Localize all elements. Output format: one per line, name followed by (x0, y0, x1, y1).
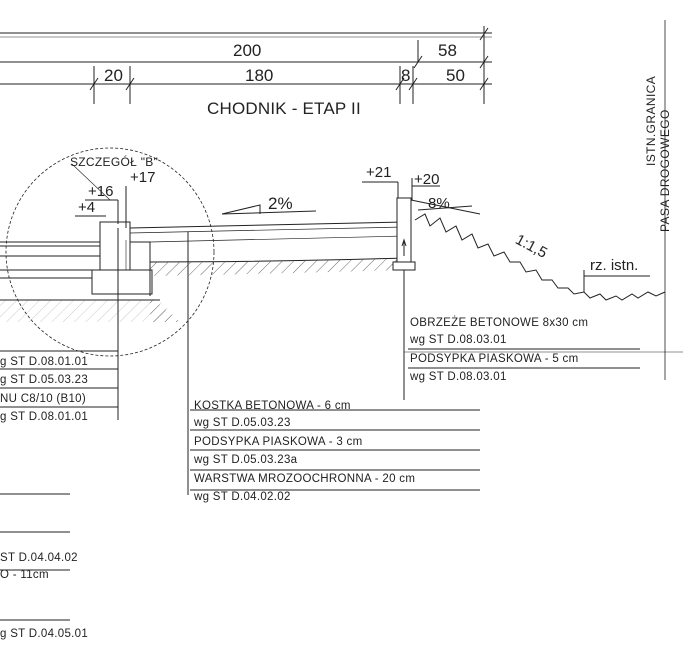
boundary-line2: PASA DROGOWEGO (658, 109, 672, 232)
curb-left (91, 221, 153, 420)
dimension-lines (0, 26, 492, 104)
note-left-0: g ST D.08.01.01 (0, 356, 89, 368)
dim-segment-main: 180 (245, 66, 274, 85)
elevation-plus17: +17 (130, 169, 156, 186)
note-right-3: wg ST D.08.03.01 (410, 371, 507, 383)
note-lines (0, 348, 640, 621)
note-left-2: NU C8/10 (B10) (0, 393, 87, 405)
note-right-2: PODSYPKA PIASKOWA - 5 cm (410, 353, 579, 365)
ground-hatch (0, 258, 400, 322)
slope-sidewalk: 2% (268, 194, 293, 213)
note-right-0: OBRZEŻE BETONOWE 8x30 cm (410, 317, 589, 329)
slope-shoulder: 8% (428, 195, 450, 212)
note-center-2: PODSYPKA PIASKOWA - 3 cm (194, 436, 363, 448)
drawing-title: CHODNIK - ETAP II (207, 99, 361, 118)
note-center-4: WARSTWA MROZOOCHRONNA - 20 cm (194, 473, 416, 485)
elevation-plus21: +21 (366, 164, 392, 181)
existing-terrain-label: rz. istn. (590, 257, 639, 274)
detail-label: SZCZEGÓŁ "B" (70, 155, 159, 169)
dim-top-total: 200 (233, 41, 262, 60)
dim-segment-right: 50 (446, 66, 465, 85)
curb-right (392, 197, 683, 400)
note-center-0: KOSTKA BETONOWA - 6 cm (194, 400, 351, 412)
note-left-1: g ST D.05.03.23 (0, 374, 89, 386)
dim-segment-small: 8 (401, 66, 411, 85)
dim-top-right: 58 (438, 41, 457, 60)
note-left-3: g ST D.08.01.01 (0, 411, 89, 423)
elevation-plus4: +4 (78, 199, 96, 216)
note-center-1: wg ST D.05.03.23 (194, 417, 291, 429)
note-left-4: ST D.04.04.02 (0, 552, 78, 564)
slope-arrows (221, 204, 473, 215)
embankment (410, 20, 666, 380)
detail-circle (5, 147, 215, 357)
boundary-line1: ISTN.GRANICA (644, 75, 658, 166)
note-right-1: wg ST D.08.03.01 (410, 334, 507, 346)
note-left-5: O - 11cm (0, 569, 49, 581)
dim-segment-left: 20 (104, 66, 123, 85)
elevation-plus16: +16 (88, 183, 114, 200)
note-center-3: wg ST D.05.03.23a (194, 454, 298, 466)
elevation-plus20: +20 (414, 171, 440, 188)
note-center-5: wg ST D.04.02.02 (194, 491, 291, 503)
note-left-6: g ST D.04.05.01 (0, 628, 89, 640)
elevation-markers (71, 163, 440, 228)
